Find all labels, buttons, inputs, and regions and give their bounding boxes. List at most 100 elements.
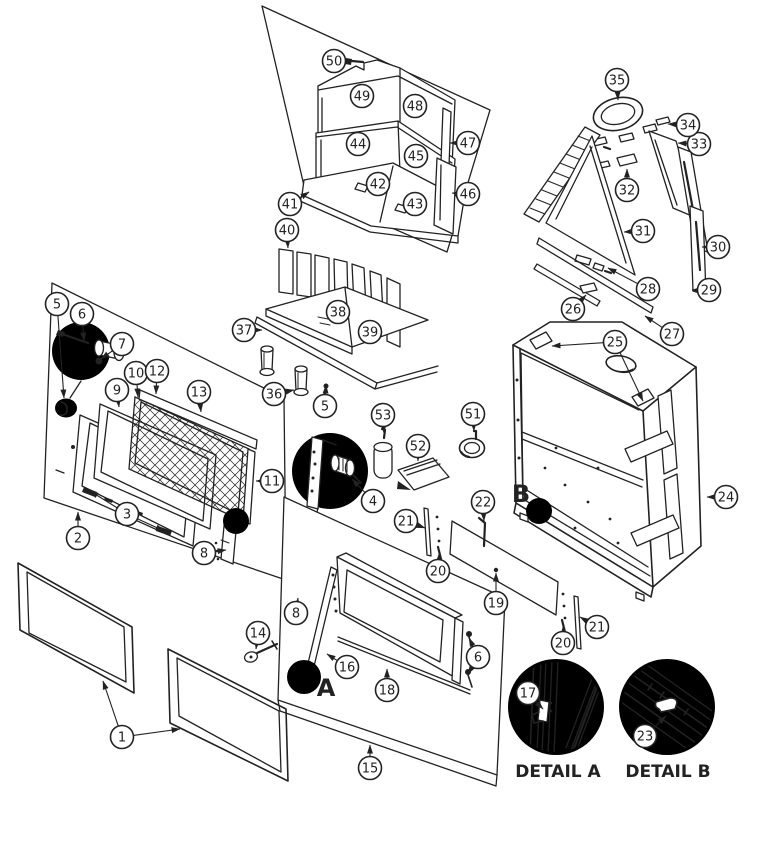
callout-balloon (402, 191, 428, 217)
callout-balloon (686, 131, 712, 157)
callout-balloon (584, 614, 610, 640)
callout-balloon (65, 525, 91, 551)
callout-number: 45 (408, 150, 425, 165)
callout-number: 46 (460, 188, 477, 203)
callout-43-47: 43 (402, 191, 428, 217)
callout-balloon (186, 379, 212, 405)
firebox-interior (520, 352, 651, 577)
leader-line (535, 700, 544, 710)
detail-a-marker-circle (287, 660, 321, 694)
side-rail-11 (242, 448, 256, 525)
callout-number: 18 (379, 684, 396, 699)
callout-number: 40 (279, 224, 296, 239)
leader-line (677, 140, 688, 147)
mesh-corner-detail-circle (223, 508, 249, 534)
standoff-brackets-24 (624, 389, 684, 560)
callout-number: 16 (339, 661, 356, 676)
leader-line (299, 191, 310, 200)
callout-number: 2 (74, 532, 82, 547)
firebox-assembly (512, 321, 702, 602)
callout-31-35: 31 (623, 218, 656, 244)
label-detail-a: DETAIL A (515, 762, 601, 782)
callout-number: 6 (474, 651, 482, 666)
detail-views (508, 498, 715, 755)
leader-line (102, 680, 119, 727)
leader-line (197, 403, 204, 413)
callout-27-31: 27 (644, 315, 685, 347)
callout-44-48: 44 (345, 131, 371, 157)
callout-balloon (630, 218, 656, 244)
callout-balloon (109, 331, 135, 357)
callout-20-22: 20 (425, 553, 451, 584)
key-14 (243, 640, 279, 663)
leader-line (579, 616, 589, 624)
callout-46-50: 46 (451, 181, 481, 207)
label-detail-b: DETAIL B (625, 762, 710, 782)
leader-line (468, 637, 476, 647)
bracket-26 (579, 282, 598, 294)
ring-51 (458, 429, 486, 459)
hood-left-panel (523, 126, 601, 223)
callout-balloon (370, 402, 396, 428)
callout-balloon (483, 590, 509, 616)
callout-number: 20 (430, 565, 447, 580)
hood-front-panel-31 (545, 135, 636, 276)
leader-line (215, 548, 227, 555)
callout-number: 53 (375, 409, 392, 424)
leader-line (619, 352, 644, 402)
callout-number: 43 (407, 198, 424, 213)
callout-21-25: 21 (579, 614, 610, 640)
leader-line (137, 518, 165, 532)
callout-balloon (191, 540, 217, 566)
callout-balloon (357, 755, 383, 781)
callout-balloon (460, 401, 486, 427)
callout-number: 50 (326, 55, 343, 70)
callout-balloon (312, 393, 338, 419)
callout-number: 15 (362, 762, 379, 777)
callout-number: 32 (619, 184, 636, 199)
callout-number: 38 (330, 306, 347, 321)
leader-line (133, 727, 181, 736)
leader-line (100, 350, 113, 360)
side-wall-46 (433, 157, 457, 235)
glass-clamp-left (423, 507, 443, 561)
callout-3-2: 3 (89, 490, 165, 532)
callout-balloon (349, 83, 375, 109)
callout-balloon (144, 358, 170, 384)
sill-rod (337, 636, 471, 695)
side-bar-47 (440, 107, 452, 167)
callout-number: 21 (589, 621, 606, 636)
callout-balloon (604, 67, 630, 93)
leader-line (285, 388, 295, 395)
callout-number: 4 (369, 495, 377, 510)
callout-number: 20 (555, 637, 572, 652)
callout-balloon (632, 723, 658, 749)
callout-number: 17 (520, 687, 537, 702)
callout-1: 1 (102, 680, 181, 750)
callout-24-28: 24 (706, 484, 739, 510)
callout-number: 22 (475, 496, 492, 511)
leader-line (467, 665, 475, 675)
trim-bar-26 (533, 263, 601, 307)
callout-balloon (696, 277, 722, 303)
callout-balloon (231, 317, 257, 343)
callout-20-23: 20 (550, 626, 576, 656)
callout-51-55: 51 (460, 401, 486, 432)
callout-37-41: 37 (231, 317, 263, 343)
callout-balloon (425, 558, 451, 584)
label-b: B (512, 480, 530, 508)
plate-52 (397, 457, 450, 491)
callout-balloon (334, 654, 360, 680)
callout-balloon (705, 234, 731, 260)
knob-screw (60, 332, 90, 345)
leader-line (114, 398, 121, 408)
callout-42-46: 42 (365, 171, 391, 197)
glass-panel-19 (449, 520, 559, 616)
lower-door-assembly (277, 496, 582, 787)
callout-number: 35 (609, 74, 626, 89)
callout-5-4: 5 (44, 291, 70, 399)
callout-balloon (560, 296, 586, 322)
callout-48-52: 48 (402, 93, 428, 119)
callout-52-56: 52 (405, 433, 431, 462)
